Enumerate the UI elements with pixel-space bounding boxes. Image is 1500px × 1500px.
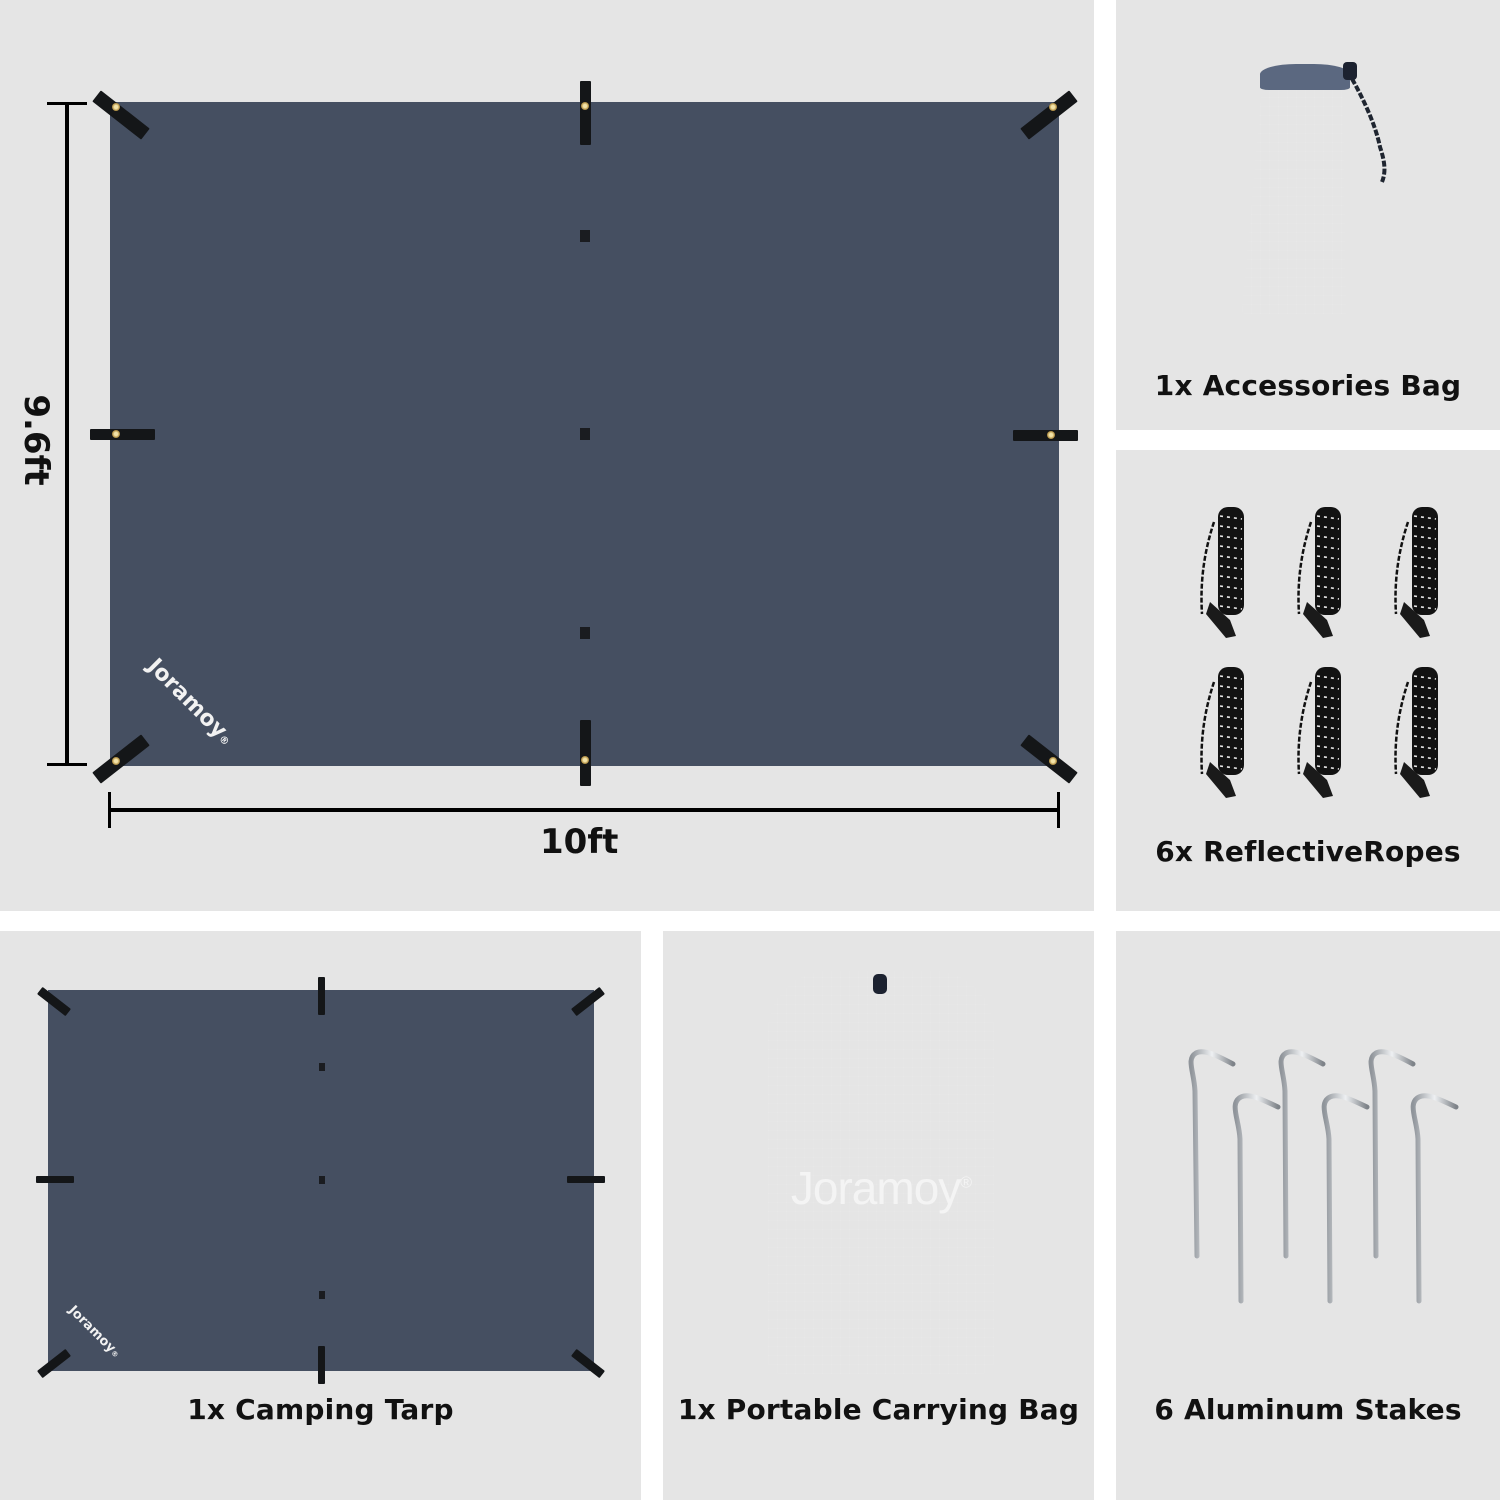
width-dimension-line: [110, 808, 1059, 812]
tent-stakes-group: [1188, 1049, 1459, 1304]
panel-accessories-bag: 1x Accessories Bag: [1116, 0, 1500, 430]
label-accessories-bag: 1x Accessories Bag: [1154, 369, 1462, 402]
stuff-sack-icon: Joramoy®: [768, 971, 994, 1374]
reflective-rope-icon: [1293, 662, 1353, 802]
edge-strap-top: [580, 81, 591, 145]
grommet: [581, 102, 589, 110]
width-dimension-cap-right: [1057, 792, 1060, 828]
grommet: [112, 757, 120, 765]
reflective-rope-icon: [1293, 502, 1353, 642]
label-reflective-ropes: 6x ReflectiveRopes: [1155, 835, 1461, 868]
tarp-dimensions-panel: 9.6ft Joramoy® 10ft: [0, 0, 1094, 911]
grommet: [1047, 431, 1055, 439]
edge-strap: [567, 1176, 605, 1183]
grommet: [112, 103, 120, 111]
label-camping-tarp: 1x Camping Tarp: [187, 1393, 454, 1426]
height-label: 9.6ft: [16, 394, 56, 486]
brand-name: Joramoy: [790, 1162, 961, 1214]
tie-point: [580, 428, 590, 440]
reflective-rope-icon: [1196, 502, 1256, 642]
tie-point: [580, 230, 590, 242]
brand-logo: Joramoy®: [142, 654, 238, 750]
reflective-rope-icon: [1390, 502, 1450, 642]
grommet: [581, 756, 589, 764]
reflective-rope-icon: [1196, 662, 1256, 802]
drawstring-cord-icon: [1343, 62, 1387, 183]
panel-carrying-bag: Joramoy® 1x Portable Carrying Bag: [663, 931, 1094, 1500]
tarp-thumbnail: Joramoy®: [48, 990, 594, 1371]
brand-name: Joramoy: [65, 1303, 119, 1356]
tarp-main: Joramoy®: [110, 102, 1059, 766]
cord-lock-icon: [873, 974, 887, 994]
tie-point: [319, 1176, 325, 1184]
panel-camping-tarp: Joramoy® 1x Camping Tarp: [0, 931, 641, 1500]
rope-grid: [1196, 502, 1456, 802]
edge-strap: [36, 1176, 74, 1183]
edge-strap: [318, 1346, 325, 1384]
panel-reflective-ropes: 6x ReflectiveRopes: [1116, 450, 1500, 911]
label-carrying-bag: 1x Portable Carrying Bag: [677, 1393, 1080, 1426]
label-aluminum-stakes: 6 Aluminum Stakes: [1154, 1393, 1462, 1426]
drawstring-bag-icon: [1240, 52, 1390, 317]
reflective-rope-icon: [1390, 662, 1450, 802]
panel-aluminum-stakes: 6 Aluminum Stakes: [1116, 931, 1500, 1500]
brand-logo-small: Joramoy®: [65, 1303, 123, 1361]
width-label: 10ft: [540, 822, 619, 862]
tie-point: [319, 1291, 325, 1299]
tie-point: [319, 1063, 325, 1071]
edge-strap-right: [1013, 430, 1078, 441]
bag-brand-logo: Joramoy®: [768, 1161, 994, 1215]
height-dimension-cap-top: [47, 102, 87, 105]
grommet: [1049, 103, 1057, 111]
edge-strap-bottom: [580, 720, 591, 786]
trademark-symbol: ®: [960, 1174, 972, 1192]
edge-strap: [318, 977, 325, 1015]
height-dimension-cap-bottom: [47, 763, 87, 766]
width-dimension-cap-left: [108, 792, 111, 828]
edge-strap-left: [90, 429, 155, 440]
brand-name: Joramoy: [142, 654, 232, 744]
grommet: [112, 430, 120, 438]
tie-point: [580, 627, 590, 639]
grommet: [1049, 757, 1057, 765]
height-dimension-line: [65, 103, 69, 765]
